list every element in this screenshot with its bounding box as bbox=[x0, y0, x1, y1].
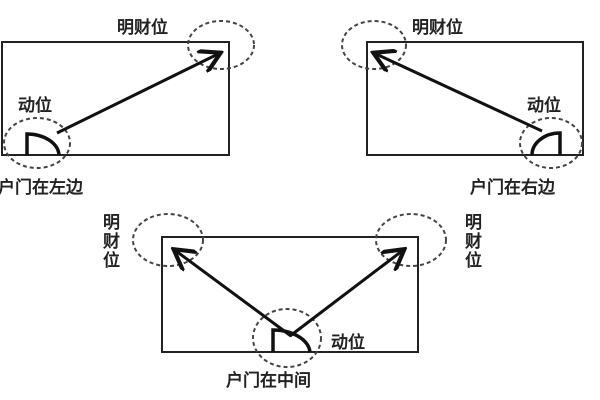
arrow-icon bbox=[56, 54, 218, 135]
wealth-label-right-char: 位 bbox=[465, 250, 482, 271]
room-outline bbox=[161, 236, 419, 353]
arrow-icon bbox=[176, 251, 292, 338]
room-outline bbox=[1, 41, 230, 156]
caption: 户门在右边 bbox=[470, 177, 556, 198]
room-outline bbox=[366, 41, 584, 156]
door-position-label: 动位 bbox=[527, 95, 561, 116]
caption: 户门在左边 bbox=[0, 177, 84, 198]
arrow-icon bbox=[289, 251, 402, 338]
wealth-label-left-char: 明 bbox=[103, 213, 120, 233]
arrow-icon bbox=[376, 54, 543, 133]
wealth-label-right-char: 明 bbox=[465, 213, 482, 233]
diagram-door-left: 明财位 动位 户门在左边 bbox=[0, 17, 255, 198]
caption: 户门在中间 bbox=[226, 370, 311, 391]
diagram-door-right: 明财位 动位 户门在右边 bbox=[341, 17, 584, 198]
door-icon bbox=[271, 328, 312, 353]
diagram-door-middle: 明 财 位 明 财 位 动位 户门在中间 bbox=[102, 213, 482, 391]
door-icon bbox=[530, 131, 562, 156]
door-zone-circle bbox=[252, 308, 322, 368]
wealth-zone-circle bbox=[341, 20, 407, 70]
wealth-label-left-char: 位 bbox=[103, 250, 120, 271]
wealth-zone-circle-right bbox=[375, 213, 447, 267]
wealth-zone-circle bbox=[187, 20, 255, 70]
wealth-label-left-char: 财 bbox=[102, 231, 120, 252]
door-zone-circle bbox=[3, 117, 71, 169]
door-position-label: 动位 bbox=[331, 332, 365, 353]
door-icon bbox=[25, 132, 61, 156]
door-zone-circle bbox=[519, 117, 583, 169]
door-position-label: 动位 bbox=[18, 95, 52, 116]
wealth-label-right-char: 财 bbox=[464, 231, 482, 252]
wealth-zone-circle-left bbox=[132, 213, 204, 267]
wealth-position-label: 明财位 bbox=[412, 17, 463, 38]
wealth-position-label: 明财位 bbox=[117, 17, 168, 38]
